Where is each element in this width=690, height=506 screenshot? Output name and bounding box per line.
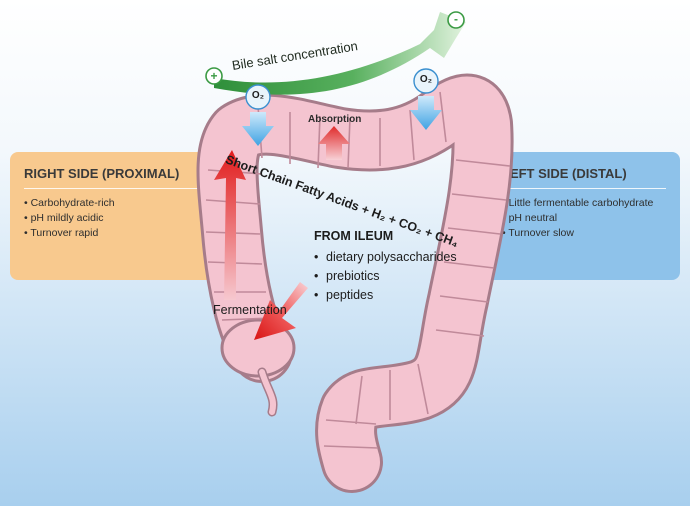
left-side-title: LEFT SIDE (DISTAL) <box>502 166 666 189</box>
left-side-item: Turnover slow <box>502 226 666 241</box>
fermentation-arrow <box>254 282 308 340</box>
plus-circle-icon <box>205 67 223 85</box>
bile-plus-sign: + <box>210 69 218 83</box>
minus-circle-icon <box>447 11 465 29</box>
fermentation-label: Fermentation <box>213 303 287 317</box>
ileum-item: peptides <box>314 286 457 305</box>
ileum-title: FROM ILEUM <box>314 229 394 243</box>
ascending-flow-arrow <box>214 150 246 300</box>
oxygen-arrow-right <box>410 68 442 130</box>
bile-salt-arrow <box>214 12 466 95</box>
right-side-title: RIGHT SIDE (PROXIMAL) <box>24 166 206 189</box>
left-side-item: Little fermentable carbohydrate <box>502 196 666 211</box>
right-side-item: Turnover rapid <box>24 226 206 241</box>
left-side-list: Little fermentable carbohydrate pH neutr… <box>502 196 666 241</box>
right-side-item: Carbohydrate-rich <box>24 196 206 211</box>
oxygen-arrow-left <box>242 84 274 146</box>
right-side-item: pH mildly acidic <box>24 211 206 226</box>
right-side-panel: RIGHT SIDE (PROXIMAL) Carbohydrate-rich … <box>10 152 220 280</box>
absorption-arrow <box>318 126 350 160</box>
oxygen-label-right: O₂ <box>419 74 433 85</box>
ileum-list: dietary polysaccharides prebiotics pepti… <box>314 248 457 305</box>
ileum-item: prebiotics <box>314 267 457 286</box>
right-side-list: Carbohydrate-rich pH mildly acidic Turno… <box>24 196 206 241</box>
ileum-item: dietary polysaccharides <box>314 248 457 267</box>
absorption-label: Absorption <box>308 114 362 125</box>
bile-minus-sign: - <box>454 12 458 26</box>
oxygen-label-left: O₂ <box>251 90 265 101</box>
left-side-item: pH neutral <box>502 211 666 226</box>
